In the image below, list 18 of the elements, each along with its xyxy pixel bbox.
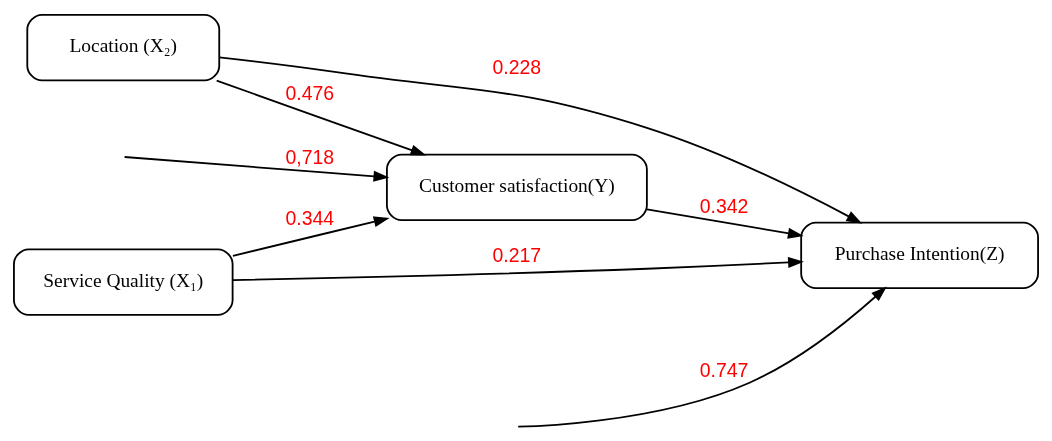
edge-label: 0.228 [492,55,542,78]
arrow [232,256,804,281]
edge-label: 0.342 [699,194,749,217]
node-box: Customer satisfaction(Y) [386,153,648,221]
edge-label: 0.217 [492,243,542,266]
arrow [218,55,863,224]
arrow [646,207,804,239]
arrow [517,285,887,428]
arrow [215,79,427,155]
edge-label: 0.747 [699,358,749,381]
edge-label: 0.344 [285,206,335,229]
edge-label: 0.476 [285,81,335,104]
edge-label: 0,718 [285,145,335,168]
node-box: Location (X₂) [26,13,221,81]
node-box: Service Quality (X₁) [13,247,234,316]
arrow [232,215,390,257]
arrow [123,155,390,182]
node-box: Purchase Intention(Z) [800,221,1039,289]
